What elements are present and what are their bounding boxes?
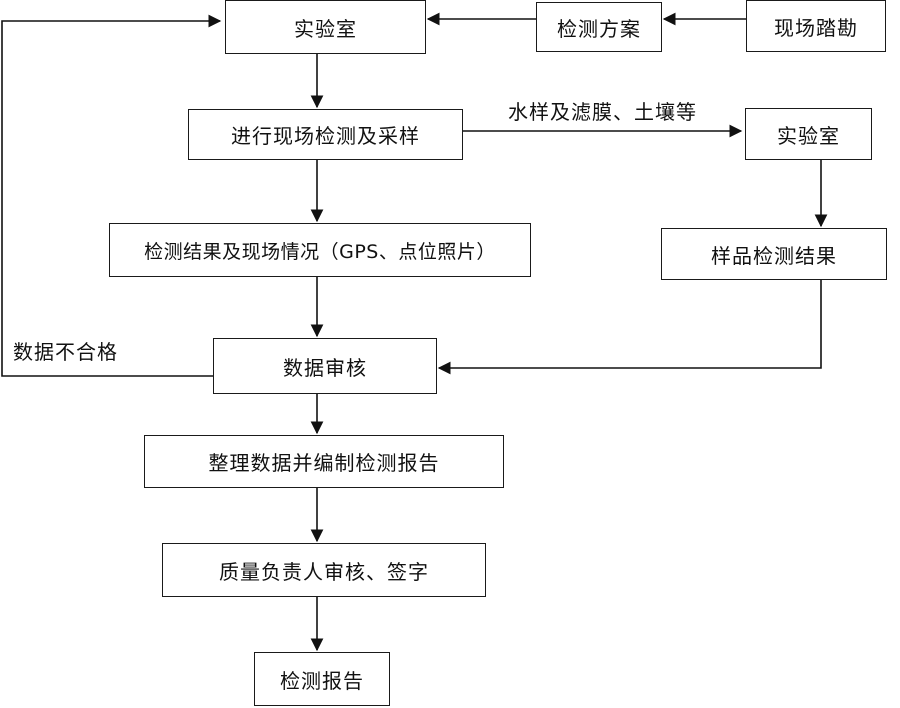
node-data-review-label: 数据审核 — [283, 355, 367, 380]
edge-label-samples: 水样及滤膜、土壤等 — [508, 100, 697, 124]
node-field-sampling-label: 进行现场检测及采样 — [231, 124, 420, 148]
edge-label-data-fail: 数据不合格 — [13, 340, 118, 364]
node-field-sampling: 进行现场检测及采样 — [188, 109, 463, 160]
node-final-report: 检测报告 — [254, 652, 390, 706]
node-compile-report: 整理数据并编制检测报告 — [144, 435, 504, 488]
node-lab-side-label: 实验室 — [777, 123, 840, 148]
node-lab-main: 实验室 — [225, 0, 426, 54]
node-plan-label: 检测方案 — [557, 16, 641, 41]
node-survey: 现场踏勘 — [746, 0, 886, 52]
node-sample-results-label: 样品检测结果 — [711, 243, 837, 268]
node-final-report-label: 检测报告 — [280, 668, 364, 693]
node-quality-sign-label: 质量负责人审核、签字 — [219, 559, 429, 584]
arrow-sample-results-to-review — [437, 280, 822, 375]
node-field-results: 检测结果及现场情况（GPS、点位照片） — [109, 223, 531, 277]
node-survey-label: 现场踏勘 — [774, 15, 858, 40]
node-plan: 检测方案 — [536, 2, 662, 52]
node-lab-main-label: 实验室 — [294, 16, 357, 41]
node-lab-side: 实验室 — [745, 108, 872, 160]
node-data-review: 数据审核 — [213, 338, 437, 394]
node-compile-report-label: 整理数据并编制检测报告 — [208, 451, 440, 475]
node-field-results-label: 检测结果及现场情况（GPS、点位照片） — [144, 240, 496, 263]
arrow-fail-loop-to-lab — [1, 14, 222, 377]
node-quality-sign: 质量负责人审核、签字 — [162, 543, 486, 597]
node-sample-results: 样品检测结果 — [661, 228, 887, 280]
